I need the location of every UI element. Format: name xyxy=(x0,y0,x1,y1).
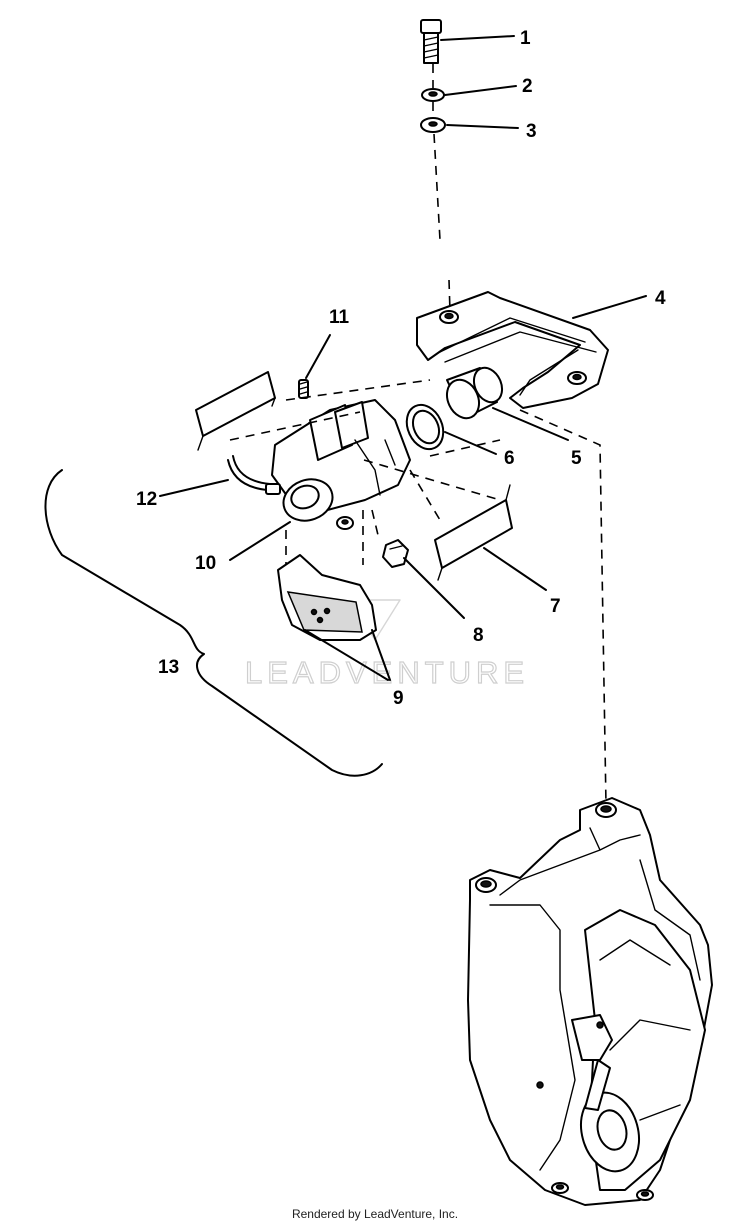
callout-13: 13 xyxy=(158,657,179,678)
center-line-caliper xyxy=(229,379,501,565)
watermark: LEADVENTURE xyxy=(245,655,529,690)
callout-9: 9 xyxy=(393,688,404,709)
callout-6: 6 xyxy=(504,448,515,469)
callout-12: 12 xyxy=(136,489,157,510)
piston-seal[interactable] xyxy=(400,399,450,455)
pin-bolt[interactable] xyxy=(382,539,409,568)
flat-washer[interactable] xyxy=(420,117,446,133)
brake-pad[interactable] xyxy=(277,554,377,641)
callout-2: 2 xyxy=(522,76,533,97)
pad-shim-lower[interactable] xyxy=(434,484,513,581)
center-line-bracket xyxy=(448,279,451,313)
center-line-top xyxy=(432,64,441,241)
callout-8: 8 xyxy=(473,625,484,646)
lock-washer[interactable] xyxy=(421,88,445,102)
callout-1: 1 xyxy=(520,28,531,49)
center-line-bracket-to-housing xyxy=(519,409,607,806)
brake-line-fitting[interactable] xyxy=(227,455,281,495)
caliper-body[interactable] xyxy=(271,399,411,530)
caliper-bracket[interactable] xyxy=(416,291,609,409)
footer-credit: Rendered by LeadVenture, Inc. xyxy=(291,1207,459,1221)
assembly-bracket xyxy=(44,469,383,777)
callout-4: 4 xyxy=(655,288,666,309)
bleed-screw[interactable] xyxy=(298,379,309,399)
callout-5: 5 xyxy=(571,448,582,469)
gearcase-housing[interactable] xyxy=(467,797,713,1206)
callout-3: 3 xyxy=(526,121,537,142)
pad-shim-upper[interactable] xyxy=(195,371,276,451)
callout-10: 10 xyxy=(195,553,216,574)
bolt[interactable] xyxy=(420,19,442,64)
piston[interactable] xyxy=(441,363,507,423)
leader-lines xyxy=(159,35,647,681)
callout-11: 11 xyxy=(329,307,350,328)
callout-7: 7 xyxy=(550,596,561,617)
